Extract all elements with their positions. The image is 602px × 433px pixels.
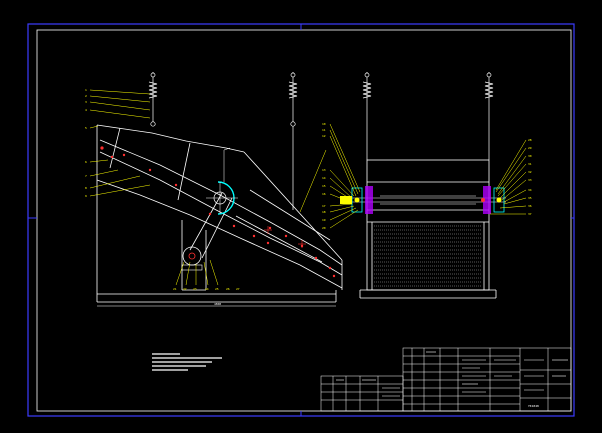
balloon-26: 26 bbox=[226, 287, 230, 291]
title-block-text-marks bbox=[336, 351, 568, 397]
balloon-27: 27 bbox=[236, 287, 240, 291]
motor-icon bbox=[181, 246, 203, 271]
balloon-17: 17 bbox=[322, 204, 326, 208]
end-view-box bbox=[350, 159, 506, 299]
balloon-28: 28 bbox=[528, 138, 532, 142]
balloon-2: 2 bbox=[85, 94, 87, 98]
leader-lines-left bbox=[89, 89, 151, 197]
left-motor-shaft bbox=[340, 196, 352, 204]
balloon-5: 5 bbox=[85, 126, 87, 130]
balloon-24: 24 bbox=[205, 287, 209, 291]
drawing-number: YK1848 bbox=[528, 404, 539, 408]
balloon-35: 35 bbox=[528, 196, 532, 200]
balloon-11: 11 bbox=[322, 128, 326, 132]
balloon-16: 16 bbox=[322, 192, 326, 196]
balloon-8: 8 bbox=[85, 186, 87, 190]
balloon-22: 22 bbox=[183, 287, 187, 291]
spring-hanger-icon bbox=[288, 72, 298, 210]
title-block bbox=[320, 347, 572, 412]
bearing-icon bbox=[351, 186, 373, 214]
balloon-20: 20 bbox=[322, 226, 326, 230]
exciter-icon bbox=[206, 147, 238, 215]
balloon-14: 14 bbox=[322, 176, 326, 180]
balloon-21: 21 bbox=[173, 287, 177, 291]
center-marks bbox=[28, 24, 574, 416]
balloon-19: 19 bbox=[322, 218, 326, 222]
leader-lines-end-view bbox=[329, 123, 527, 229]
spring-hanger-icon bbox=[148, 72, 158, 127]
overall-length-label: 4800 bbox=[214, 302, 221, 306]
balloon-18: 18 bbox=[322, 210, 326, 214]
balloon-36: 36 bbox=[528, 204, 532, 208]
balloon-32: 32 bbox=[528, 170, 532, 174]
balloon-9: 9 bbox=[85, 194, 87, 198]
balloon-25: 25 bbox=[215, 287, 219, 291]
balloon-1: 1 bbox=[85, 88, 87, 92]
balloon-12: 12 bbox=[322, 134, 326, 138]
leader-lines-bottom bbox=[175, 149, 327, 286]
side-view: 4800 bbox=[89, 72, 343, 307]
balloon-23: 23 bbox=[193, 287, 197, 291]
balloon-15: 15 bbox=[322, 184, 326, 188]
balloon-3: 3 bbox=[85, 100, 87, 104]
balloon-29: 29 bbox=[528, 146, 532, 150]
balloon-33: 33 bbox=[528, 178, 532, 182]
deck-crosses bbox=[264, 226, 306, 248]
spring-hanger-icon bbox=[484, 72, 494, 160]
balloon-10: 10 bbox=[322, 122, 326, 126]
balloon-13: 13 bbox=[322, 168, 326, 172]
sheet-border-inner bbox=[36, 29, 572, 412]
screen-mesh bbox=[374, 225, 482, 287]
balloon-31: 31 bbox=[528, 162, 532, 166]
exciter-weight-mark bbox=[481, 198, 485, 202]
sheet-border-outer bbox=[27, 23, 575, 417]
balloon-6: 6 bbox=[85, 160, 87, 164]
screen-box-outline bbox=[96, 124, 343, 303]
balloon-34: 34 bbox=[528, 188, 532, 192]
balloon-4: 4 bbox=[85, 108, 87, 112]
spring-hanger-icon bbox=[362, 72, 372, 160]
balloon-30: 30 bbox=[528, 154, 532, 158]
balloon-7: 7 bbox=[85, 174, 87, 178]
balloon-37: 37 bbox=[528, 212, 532, 216]
end-view bbox=[329, 72, 527, 299]
technical-notes bbox=[152, 353, 222, 371]
